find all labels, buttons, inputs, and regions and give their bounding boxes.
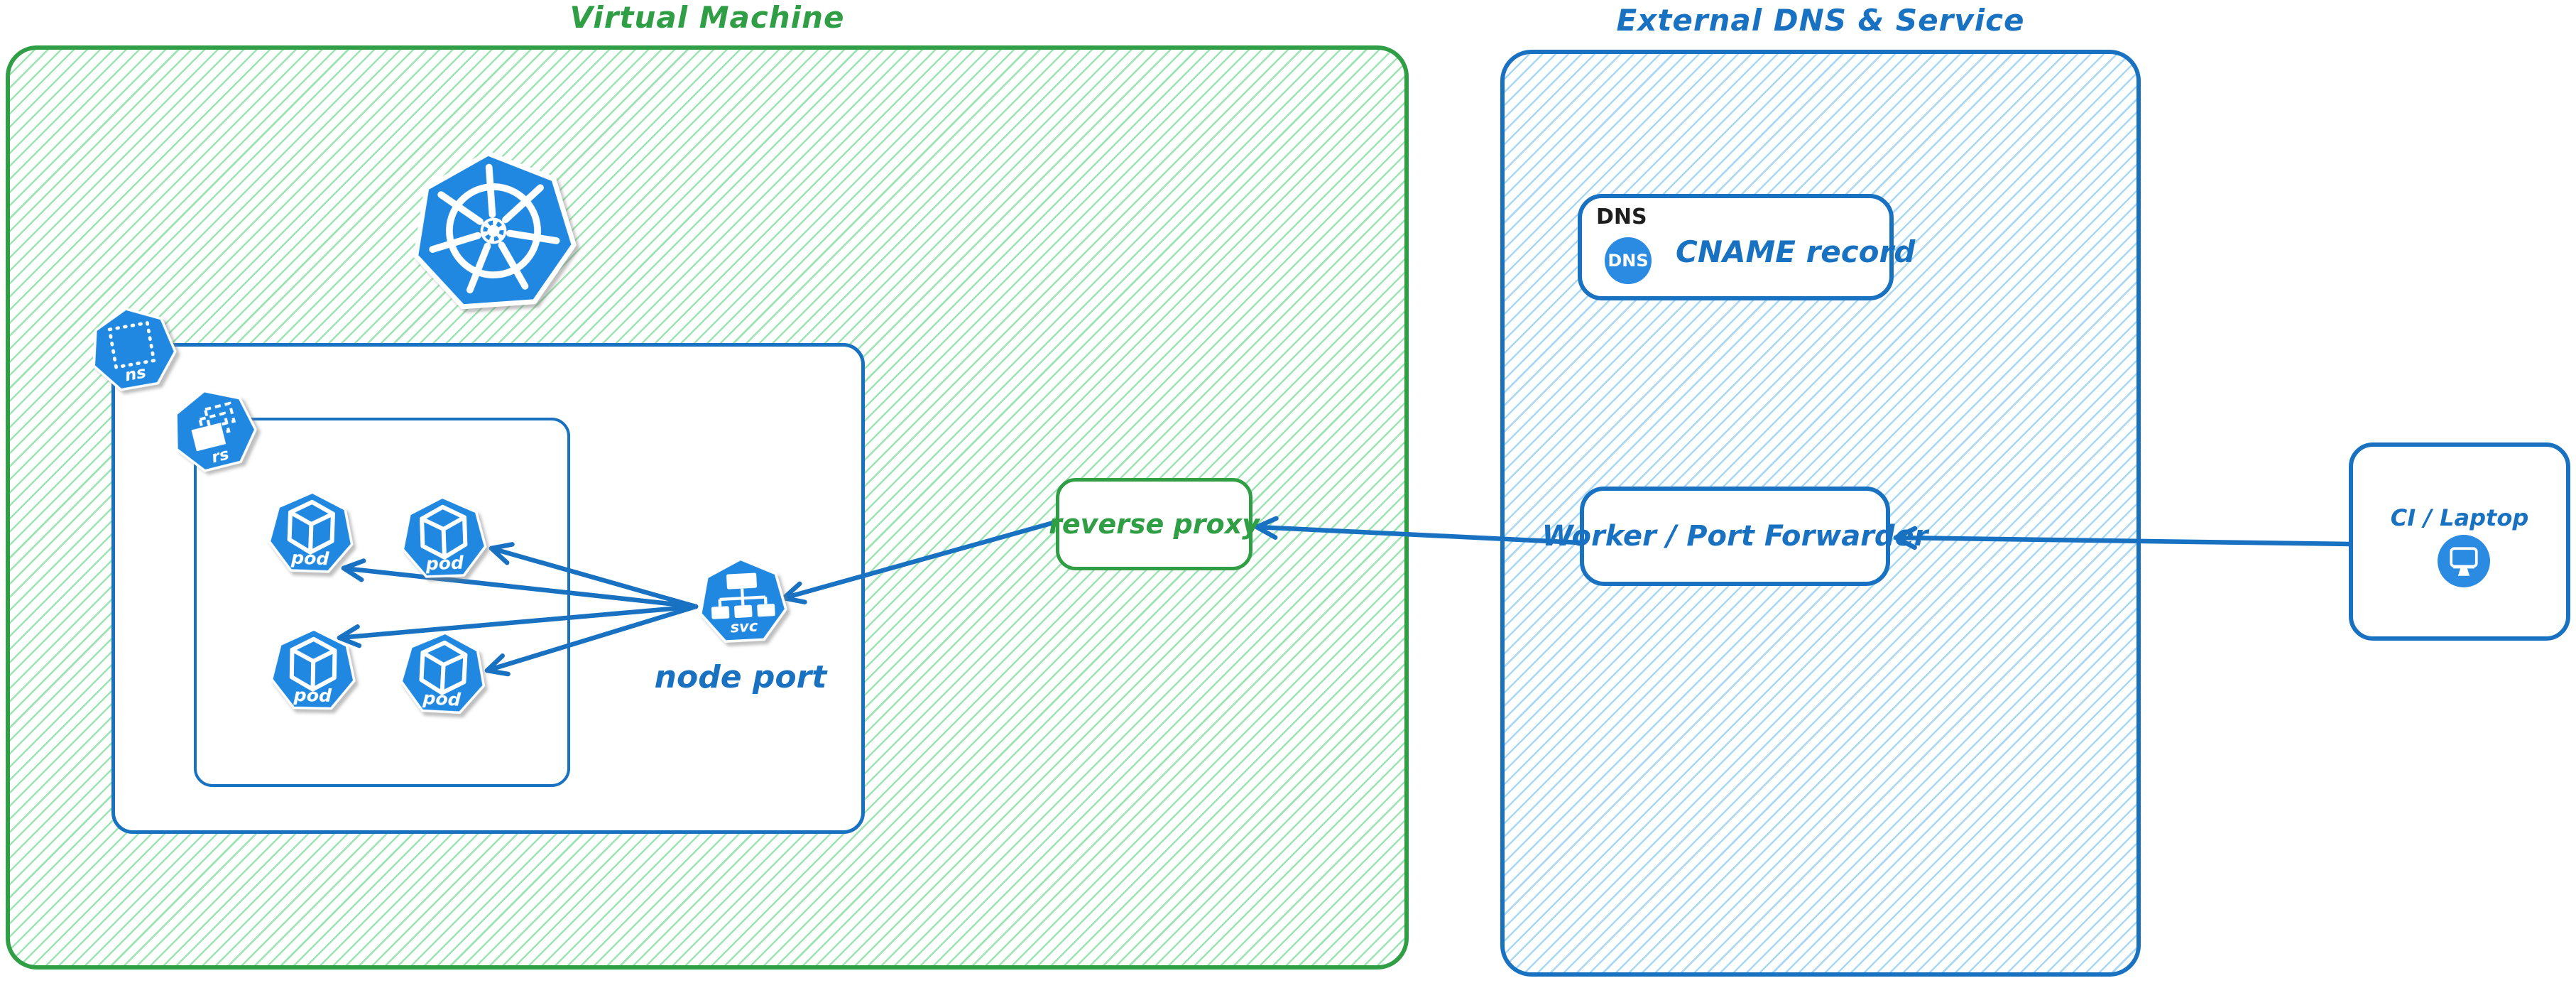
reverse-proxy-box: reverse proxy	[1049, 478, 1260, 570]
reverse-proxy-label: reverse proxy	[1049, 509, 1260, 540]
dns-icon: DNS	[1605, 237, 1652, 284]
pod-icon-label: pod	[425, 552, 464, 574]
virtual-machine-title: Virtual Machine	[569, 0, 845, 35]
dns-icon-label: DNS	[1608, 251, 1649, 271]
replicaset-box	[194, 418, 570, 787]
pod-icon-label: pod	[422, 688, 462, 710]
cname-record-label: CNAME record	[1676, 234, 1916, 269]
namespace-icon-label: ns	[124, 364, 148, 386]
pod-icon: pod	[398, 629, 488, 718]
replicaset-icon: rs	[163, 379, 264, 480]
worker-label: Worker / Port Forwarder	[1541, 520, 1928, 553]
pod-icon: pod	[270, 626, 356, 713]
worker-box: Worker / Port Forwarder	[1542, 487, 1928, 586]
dns-group-label: DNS	[1596, 205, 1647, 229]
namespace-icon: ns	[83, 299, 182, 398]
client-label: CI / Laptop	[2390, 504, 2529, 531]
pod-icon-label: pod	[290, 547, 330, 569]
pod-icon-label: pod	[293, 685, 332, 706]
kubernetes-logo-icon	[406, 143, 580, 317]
monitor-icon	[2438, 535, 2490, 587]
service-icon: svc	[697, 555, 789, 647]
service-icon-label: svc	[730, 617, 759, 636]
external-dns-title: External DNS & Service	[1616, 3, 2025, 38]
node-port-caption: node port	[654, 659, 827, 695]
replicaset-icon-label: rs	[209, 445, 231, 467]
pod-icon: pod	[400, 494, 488, 582]
pod-icon: pod	[267, 489, 355, 577]
